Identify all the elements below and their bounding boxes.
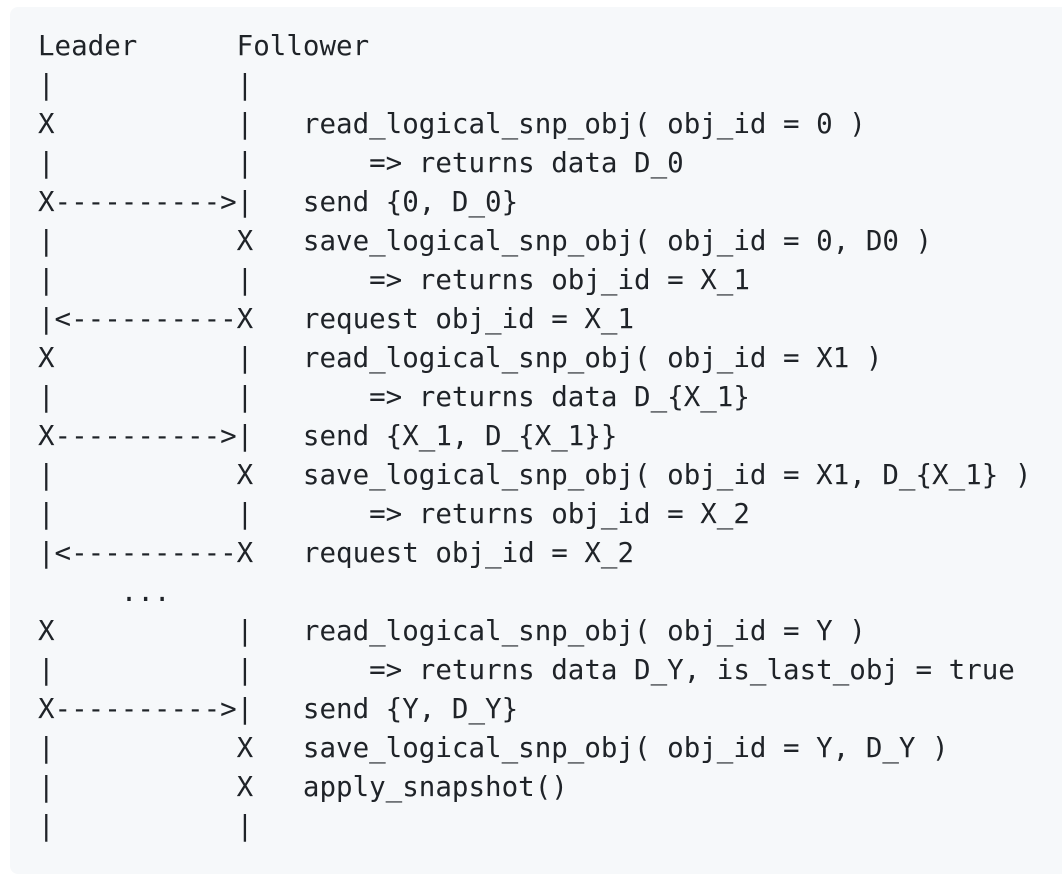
diagram-line: | X apply_snapshot()	[38, 771, 568, 803]
diagram-line: | | => returns data D_Y, is_last_obj = t…	[38, 654, 1015, 686]
diagram-line: | |	[38, 69, 254, 101]
diagram-line: | X save_logical_snp_obj( obj_id = 0, D0…	[38, 225, 933, 257]
diagram-line: | X save_logical_snp_obj( obj_id = X1, D…	[38, 459, 1032, 491]
diagram-line: | | => returns obj_id = X_2	[38, 498, 750, 530]
diagram-line: | X save_logical_snp_obj( obj_id = Y, D_…	[38, 732, 949, 764]
diagram-line-arrow-right: X---------->| send {Y, D_Y}	[38, 693, 519, 725]
diagram-line-arrow-right: X---------->| send {X_1, D_{X_1}}	[38, 420, 618, 452]
diagram-ellipsis-line: ...	[38, 576, 171, 608]
diagram-actors-header: Leader Follower	[38, 30, 370, 62]
diagram-line: | | => returns obj_id = X_1	[38, 264, 750, 296]
diagram-line: | | => returns data D_{X_1}	[38, 381, 750, 413]
ascii-sequence-diagram-code-block: Leader Follower | | X | read_logical_snp…	[10, 7, 1062, 874]
diagram-line: | |	[38, 810, 254, 842]
diagram-line: | | => returns data D_0	[38, 147, 684, 179]
diagram-line-arrow-left: |<----------X request obj_id = X_2	[38, 537, 635, 569]
diagram-line: X | read_logical_snp_obj( obj_id = X1 )	[38, 342, 883, 374]
diagram-line-arrow-left: |<----------X request obj_id = X_1	[38, 303, 635, 335]
diagram-line: X | read_logical_snp_obj( obj_id = Y )	[38, 615, 866, 647]
diagram-line-arrow-right: X---------->| send {0, D_0}	[38, 186, 519, 218]
diagram-line: X | read_logical_snp_obj( obj_id = 0 )	[38, 108, 866, 140]
